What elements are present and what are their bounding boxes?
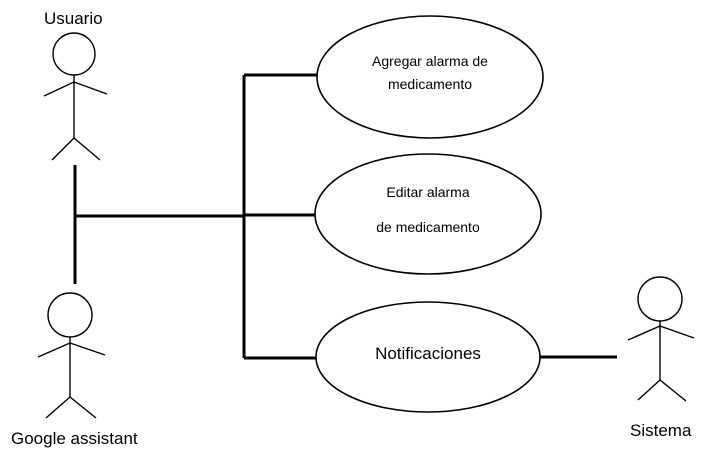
actor-google-assistant: Google assistant: [11, 292, 138, 448]
connector-lines: [73, 73, 617, 360]
actor-google-assistant-leg-right: [69, 396, 97, 419]
actor-google-assistant-arm-left: [37, 342, 71, 358]
actor-sistema-head: [637, 276, 683, 322]
actor-usuario-label: Usuario: [44, 9, 103, 28]
use-case-notificaciones: Notificaciones: [315, 301, 541, 413]
use-case-agregar-alarma-line1: Agregar alarma de: [372, 53, 488, 69]
use-case-agregar-alarma-line2: medicamento: [388, 76, 472, 92]
actor-google-assistant-label: Google assistant: [11, 429, 138, 448]
actor-usuario-leg-left: [51, 137, 75, 161]
actor-sistema: Sistema: [627, 276, 695, 440]
use-case-agregar-alarma: Agregar alarma de medicamento: [316, 15, 544, 139]
use-case-editar-alarma-line2: de medicamento: [376, 219, 480, 235]
use-case-agregar-alarma-ellipse: [316, 15, 544, 139]
actor-sistema-arm-right: [659, 325, 695, 339]
actor-google-assistant-head: [47, 292, 93, 338]
actor-sistema-leg-left: [637, 379, 661, 401]
actor-sistema-leg-right: [659, 379, 687, 402]
use-case-notificaciones-ellipse: [315, 301, 541, 413]
actor-usuario: Usuario: [43, 9, 108, 161]
use-case-editar-alarma: Editar alarma de medicamento: [314, 153, 542, 275]
actor-google-assistant-arm-right: [69, 342, 106, 356]
actor-google-assistant-leg-left: [45, 396, 71, 419]
actor-usuario-leg-right: [73, 137, 101, 161]
actor-sistema-arm-left: [627, 325, 661, 341]
actor-usuario-arm-left: [43, 81, 75, 97]
use-case-notificaciones-label: Notificaciones: [375, 344, 481, 363]
actor-usuario-head: [52, 32, 96, 76]
use-case-editar-alarma-ellipse: [314, 153, 542, 275]
actor-sistema-label: Sistema: [630, 421, 692, 440]
actor-usuario-arm-right: [73, 81, 108, 95]
use-case-editar-alarma-line1: Editar alarma: [386, 184, 469, 200]
